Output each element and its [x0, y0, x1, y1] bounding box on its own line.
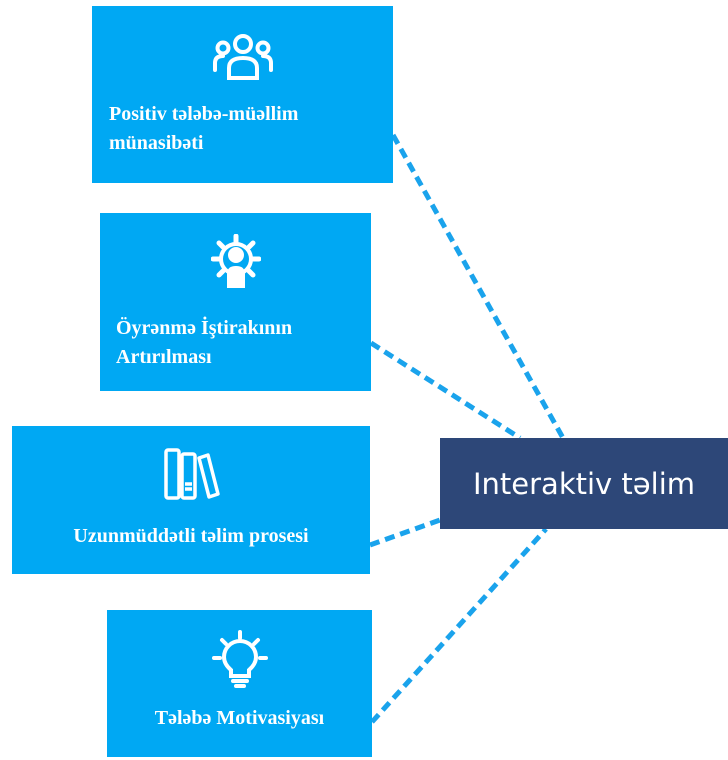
- node-card-1: Positiv tələbə-müəllim münasibəti: [92, 6, 393, 183]
- node-card-2: Öyrənmə İştirakının Artırılması: [100, 213, 371, 391]
- node-card-3: Uzunmüddətli təlim prosesi: [12, 426, 370, 574]
- books-icon: [162, 446, 220, 502]
- connector-3: [369, 517, 441, 548]
- connector-2: [369, 340, 522, 441]
- node-label-3: Uzunmüddətli təlim prosesi: [73, 525, 309, 547]
- connector-4: [370, 527, 548, 724]
- hub-node: Interaktiv təlim: [440, 438, 728, 529]
- node-label-4: Tələbə Motivasiyası: [154, 707, 325, 729]
- connector-1: [390, 133, 566, 440]
- node-card-4: Tələbə Motivasiyası: [107, 610, 372, 757]
- gear-person-icon: [210, 234, 261, 290]
- lightbulb-icon: [210, 630, 270, 688]
- node-label-2: Öyrənmə İştirakının Artırılması: [116, 317, 293, 368]
- hub-label: Interaktiv təlim: [472, 466, 696, 501]
- node-label-1: Positiv tələbə-müəllim münasibəti: [109, 103, 299, 154]
- people-icon: [212, 32, 273, 82]
